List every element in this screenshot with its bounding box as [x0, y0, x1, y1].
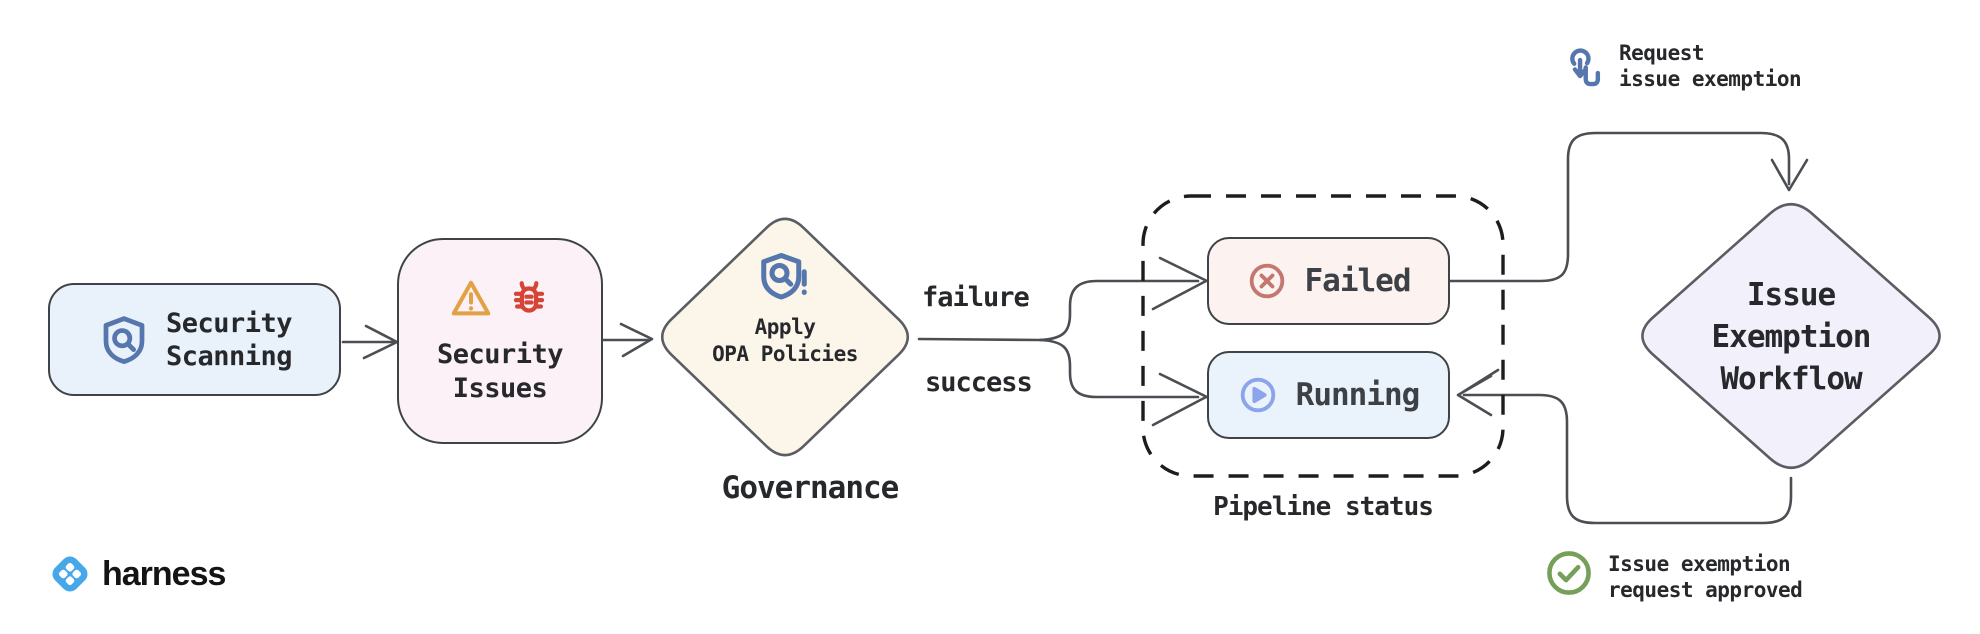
failed-label: Failed	[1304, 263, 1412, 299]
approved-note: Issue exemption request approved	[1544, 548, 1803, 603]
apply-opa-label-line2: OPA Policies	[712, 342, 858, 366]
arrowhead	[1456, 368, 1500, 417]
request-exemption-line2: issue exemption	[1619, 67, 1802, 91]
apply-opa-label-line1: Apply	[754, 315, 816, 339]
arrowhead	[1151, 256, 1211, 311]
edge-workflow-running	[1462, 393, 1793, 525]
issue-exemption-workflow-node: Issue Exemption Workflow	[1641, 274, 1941, 400]
bug-icon	[513, 281, 545, 313]
security-scanning-node: Security Scanning	[48, 283, 341, 396]
edge-split-failed	[1038, 279, 1200, 342]
warning-triangle-icon	[451, 280, 491, 316]
workflow-label-line3: Workflow	[1720, 361, 1862, 397]
x-circle-icon	[1249, 263, 1284, 299]
play-circle-icon	[1240, 377, 1275, 413]
running-label: Running	[1295, 377, 1421, 413]
failed-status-node: Failed	[1207, 237, 1450, 325]
edge-opa-split	[917, 337, 1042, 342]
request-exemption-line1: Request	[1619, 41, 1705, 65]
security-scanning-label-line2: Scanning	[165, 340, 293, 372]
security-issues-label-line2: Issues	[452, 373, 548, 404]
arrowhead	[1770, 158, 1809, 192]
security-issues-label-line1: Security	[436, 339, 564, 370]
security-issues-node: Security Issues	[397, 238, 603, 444]
tap-gesture-icon	[1570, 48, 1601, 87]
pipeline-status-label: Pipeline status	[1213, 492, 1434, 522]
workflow-label-line1: Issue	[1746, 277, 1836, 313]
success-edge-label: success	[925, 367, 1033, 398]
arrowhead	[619, 322, 654, 358]
request-exemption-note: Request issue exemption	[1561, 40, 1802, 96]
edge-failed-workflow	[1448, 131, 1791, 283]
issue-exemption-workflow-diamond	[1641, 202, 1941, 470]
security-scanning-label-line1: Security	[165, 307, 293, 339]
check-circle-icon	[1547, 551, 1591, 595]
shield-search-icon	[103, 315, 145, 364]
harness-logo: harness	[46, 550, 226, 598]
workflow-label-line2: Exemption	[1711, 319, 1872, 355]
policy-shield-alert-icon	[761, 253, 807, 300]
failure-edge-label: failure	[922, 282, 1030, 313]
edge-split-running	[1038, 338, 1200, 399]
governance-label: Governance	[721, 470, 900, 506]
apply-opa-node: Apply OPA Policies	[665, 248, 905, 368]
arrowhead	[1151, 372, 1211, 427]
harness-logo-icon	[52, 556, 88, 592]
harness-wordmark: harness	[102, 554, 226, 593]
running-status-node: Running	[1207, 351, 1450, 439]
approved-line2: request approved	[1608, 578, 1803, 602]
approved-line1: Issue exemption	[1608, 552, 1791, 576]
pipeline-status-group-border	[1141, 194, 1505, 478]
apply-opa-diamond	[660, 217, 910, 457]
